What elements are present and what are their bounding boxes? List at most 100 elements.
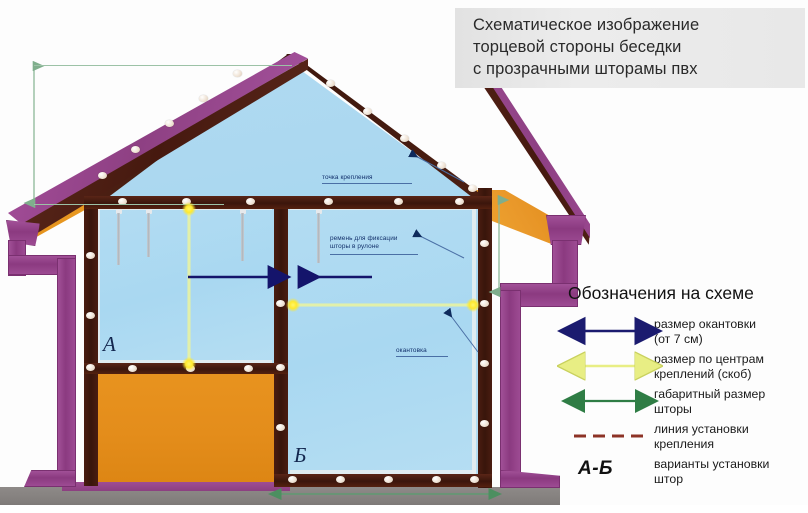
fastener-dot: [336, 476, 345, 483]
fastener-dot: [244, 365, 253, 372]
fastener-dot: [86, 312, 95, 319]
fastener-dot: [131, 146, 140, 153]
dashed-line-red-icon: [574, 434, 646, 438]
dimension-extension-line: [34, 204, 224, 205]
zone-label-upper: А: [103, 332, 116, 356]
fastener-dot: [432, 476, 441, 483]
legend-text-line1: линия установки: [654, 422, 749, 436]
legend-panel: Обозначения на схеме размер окантовки (о…: [557, 283, 808, 491]
fastener-dot: [246, 198, 255, 205]
fastener-dot: [468, 185, 477, 192]
fastener-dot: [437, 162, 446, 169]
fastener-center-glow: [466, 298, 480, 312]
legend-row: размер окантовки (от 7 см): [557, 316, 808, 346]
legend-text-line2: (от 7 см): [654, 331, 703, 346]
callout-attachment-point: точка крепления: [322, 174, 373, 182]
callout-text-line2: шторы в рулоне: [330, 243, 380, 251]
strap-tip: [116, 209, 122, 214]
callout-leader-edging: [443, 307, 479, 353]
edging-strip-left-side: [96, 206, 100, 364]
fastener-dot: [128, 365, 137, 372]
legend-row: А-Б варианты установки штор: [568, 456, 808, 486]
fastener-dot: [480, 360, 489, 367]
dimension-yellow-horizontal: [290, 303, 476, 307]
fastener-dot: [455, 198, 464, 205]
legend-text: линия установки крепления: [654, 421, 749, 451]
fastener-dot: [276, 300, 285, 307]
legend-symbol-cell: А-Б: [568, 456, 654, 486]
downspout-left-elbow-bottom: [24, 470, 76, 487]
title-line-3: с прозрачными шторамы пвх: [473, 59, 698, 78]
fastener-dot: [480, 300, 489, 307]
dimension-extension-line: [34, 65, 292, 66]
base-trim-strip: [62, 482, 290, 491]
callout-text-line1: ремень для фиксации: [330, 235, 398, 242]
callout-roll-strap: ремень для фиксации шторы в рулоне: [330, 235, 398, 252]
fastener-dot: [363, 108, 372, 115]
fastener-dot: [86, 364, 95, 371]
legend-heading: Обозначения на схеме: [568, 283, 754, 303]
fastener-dot: [118, 198, 127, 205]
fastener-dot: [384, 476, 393, 483]
legend-symbol-cell: [568, 351, 654, 381]
edging-strip-right-bottom: [290, 470, 476, 474]
legend-text-line1: размер по центрам: [654, 352, 764, 366]
legend-text: варианты установки штор: [654, 456, 769, 486]
dimension-green-horizontal-bottom: [268, 488, 502, 500]
zone-label-lower: Б: [294, 443, 307, 467]
legend-text-line2: креплений (скоб): [654, 366, 752, 381]
dimension-green-vertical-right: [488, 194, 510, 298]
downspout-right-shoe: [500, 470, 560, 488]
curtain-pane-left: [96, 204, 274, 372]
fastener-center-glow: [286, 298, 300, 312]
legend-symbol-cell: [568, 421, 654, 451]
fastener-dot: [276, 364, 285, 371]
legend-row: размер по центрам креплений (скоб): [568, 351, 808, 381]
fastener-dot: [400, 135, 409, 142]
zone-variant-label: А-Б: [578, 458, 614, 479]
solid-wall-panel: [84, 372, 274, 482]
fastener-center-glow: [182, 357, 196, 371]
roll-strap-hanging: [147, 213, 150, 257]
fastener-dot: [233, 70, 242, 77]
roll-strap-hanging: [317, 213, 320, 263]
fastener-dot: [288, 476, 297, 483]
frame-post-middle: [274, 196, 288, 486]
legend-text-line1: варианты установки: [654, 457, 770, 471]
legend-text-line1: размер окантовки: [654, 317, 756, 331]
legend-text-line2: штор: [654, 471, 684, 486]
legend-text: размер окантовки (от 7 см): [654, 316, 756, 346]
strap-tip: [240, 209, 246, 214]
edging-strip-right-side: [472, 206, 476, 474]
fastener-dot: [394, 198, 403, 205]
title-line-2: торцевой стороны беседки: [473, 38, 682, 57]
strap-tip: [316, 209, 322, 214]
callout-underline: [322, 183, 412, 184]
callout-underline: [330, 254, 418, 255]
fastener-dot: [480, 420, 489, 427]
callout-leader-roll-strap: [412, 229, 465, 259]
dimension-green-vertical-left: [23, 60, 45, 209]
legend-row: габаритный размер шторы: [561, 386, 808, 416]
fastener-dot: [324, 198, 333, 205]
dimension-navy-edging-right: [297, 265, 372, 289]
frame-post-right: [478, 188, 492, 488]
downspout-right-drop: [500, 290, 521, 480]
title-line-1: Схематическое изображение: [473, 16, 700, 35]
callout-leader-attachment-point: [408, 149, 465, 183]
legend-symbol-cell: [561, 386, 659, 416]
fastener-dot: [470, 476, 479, 483]
fastener-dot: [480, 240, 489, 247]
fastener-dot: [165, 120, 174, 127]
roll-strap-hanging: [241, 213, 244, 261]
callout-text: точка крепления: [322, 174, 373, 181]
canvas-bottom-edge: [0, 505, 808, 513]
callout-underline: [396, 356, 448, 357]
frame-post-left: [84, 196, 98, 486]
double-arrow-green-icon: [561, 388, 659, 414]
legend-text: размер по центрам креплений (скоб): [654, 351, 764, 381]
fastener-dot: [326, 80, 335, 87]
legend-text-line2: шторы: [654, 401, 692, 416]
frame-beam-top: [84, 196, 492, 209]
